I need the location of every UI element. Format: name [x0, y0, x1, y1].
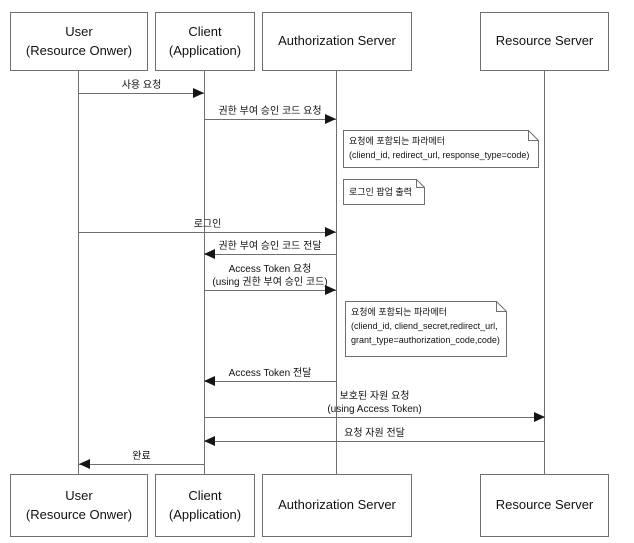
arrowhead-icon	[325, 285, 336, 295]
lifeline-auth	[336, 71, 337, 474]
participant-client-top: Client (Application)	[155, 12, 255, 71]
lifeline-client	[204, 71, 205, 474]
note-line2: (cliend_id, redirect_url, response_type=…	[349, 150, 530, 160]
arrowhead-icon	[325, 114, 336, 124]
message-label-line2: (using Access Token)	[327, 404, 422, 415]
arrowhead-icon	[79, 459, 90, 469]
message-access-token-request: Access Token 요청 (using 권한 부여 승인 코드)	[204, 264, 336, 295]
participant-client-bottom: Client (Application)	[155, 474, 255, 537]
message-auth-code-request: 권한 부여 승인 코드 요청	[204, 106, 336, 124]
message-complete: 완료	[79, 451, 204, 469]
arrowhead-icon	[534, 412, 545, 422]
note-line1: 요청에 포함되는 파라메터	[351, 307, 448, 317]
note-shape-icon	[345, 301, 507, 357]
participant-sublabel: (Resource Onwer)	[25, 506, 133, 522]
note-shape-icon	[343, 130, 539, 168]
participant-resource-bottom: Resource Server	[480, 474, 609, 537]
note-request-params-1: 요청에 포함되는 파라메터 (cliend_id, redirect_url, …	[343, 130, 539, 168]
message-resource-grant: 요청 자원 전달	[204, 428, 545, 446]
note-line3: grant_type=authorization_code,code)	[351, 335, 500, 345]
note-text: 요청에 포함되는 파라메터 (cliend_id, redirect_url, …	[349, 130, 537, 162]
message-label-line1: Access Token 요청	[228, 264, 312, 275]
arrowhead-icon	[325, 227, 336, 237]
message-use-request: 사용 요청	[79, 80, 204, 98]
note-line1: 로그인 팝업 출력	[349, 187, 412, 197]
message-label-line1: 보호된 자원 요청	[339, 391, 410, 402]
participant-auth-top: Authorization Server	[262, 12, 412, 71]
message-auth-code-grant: 권한 부여 승인 코드 전달	[204, 241, 336, 259]
note-text: 로그인 팝업 출력	[349, 179, 423, 199]
participant-user-top: User (Resource Onwer)	[10, 12, 148, 71]
participant-label: User	[65, 487, 93, 503]
arrowhead-icon	[204, 249, 215, 259]
participant-label: Authorization Server	[278, 33, 396, 49]
participant-user-bottom: User (Resource Onwer)	[10, 474, 148, 537]
note-shape-icon	[343, 179, 425, 205]
arrowhead-icon	[204, 436, 215, 446]
message-label: 로그인	[193, 219, 222, 230]
message-protected-resource-request: 보호된 자원 요청 (using Access Token)	[204, 391, 545, 422]
message-label: 권한 부여 승인 코드 전달	[218, 241, 322, 252]
lifeline-user	[78, 71, 79, 474]
participant-sublabel: (Application)	[168, 506, 242, 522]
participant-sublabel: (Application)	[168, 42, 242, 58]
participant-label: Client	[188, 487, 222, 503]
note-line2: (cliend_id, cliend_secret,redirect_url,	[351, 321, 498, 331]
participant-label: User	[65, 23, 93, 39]
message-login: 로그인	[79, 219, 336, 237]
message-label: 권한 부여 승인 코드 요청	[218, 106, 322, 117]
participant-label: Client	[188, 23, 222, 39]
arrowhead-icon	[204, 376, 215, 386]
message-label: 완료	[132, 451, 151, 462]
message-label: 사용 요청	[121, 80, 162, 91]
participant-auth-bottom: Authorization Server	[262, 474, 412, 537]
participant-label: Authorization Server	[278, 497, 396, 513]
note-login-popup: 로그인 팝업 출력	[343, 179, 425, 205]
arrowhead-icon	[193, 88, 204, 98]
participant-label: Resource Server	[495, 33, 594, 49]
participant-resource-top: Resource Server	[480, 12, 609, 71]
participant-sublabel: (Resource Onwer)	[25, 42, 133, 58]
participant-label: Resource Server	[495, 497, 594, 513]
message-access-token-grant: Access Token 전달	[204, 368, 336, 386]
message-label: 요청 자원 전달	[344, 428, 405, 439]
note-request-params-2: 요청에 포함되는 파라메터 (cliend_id, cliend_secret,…	[345, 301, 507, 357]
note-text: 요청에 포함되는 파라메터 (cliend_id, cliend_secret,…	[351, 301, 505, 347]
message-label: 보호된 자원 요청 (using Access Token)	[327, 390, 421, 416]
message-label: Access Token 전달	[228, 368, 312, 379]
lifeline-resource	[544, 71, 545, 474]
note-line1: 요청에 포함되는 파라메터	[349, 136, 446, 146]
message-label: Access Token 요청 (using 권한 부여 승인 코드)	[212, 263, 327, 289]
message-label-line2: (using 권한 부여 승인 코드)	[212, 277, 328, 288]
